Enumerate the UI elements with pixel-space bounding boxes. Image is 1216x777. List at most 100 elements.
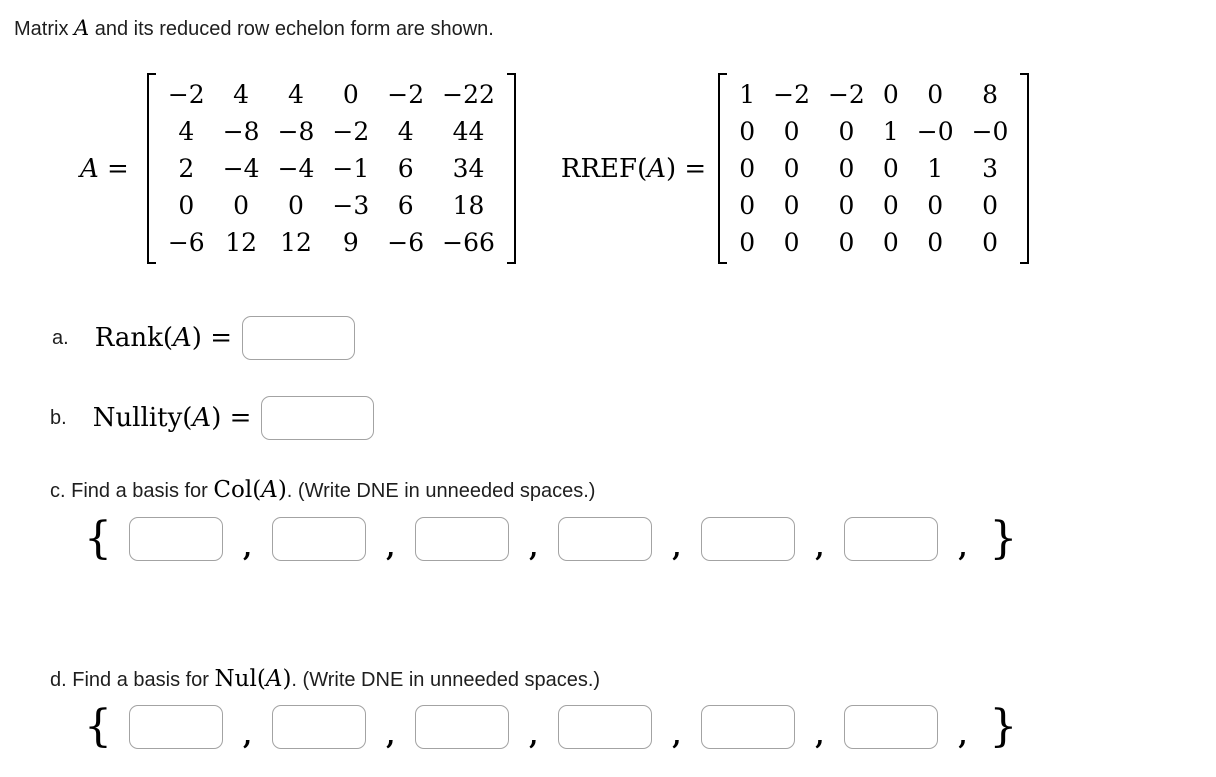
left-bracket	[146, 73, 156, 264]
close-brace: }	[989, 701, 1018, 752]
matrix-cell: 0	[739, 117, 756, 146]
comma-separator: ,	[672, 533, 682, 563]
rank-equals: ) =	[191, 323, 232, 353]
matrix-cell: 0	[178, 191, 195, 220]
nullity-label: Nullity(A) =	[93, 403, 252, 433]
matrix-cell: 8	[982, 80, 998, 109]
matrix-cell: 4	[397, 117, 414, 146]
nul-close: )	[282, 666, 292, 692]
rank-label: Rank(A) =	[95, 323, 232, 353]
col-basis-input-6[interactable]	[844, 517, 939, 561]
comma-separator: ,	[386, 533, 396, 563]
comma-separator: ,	[243, 533, 253, 563]
matrix-cell: −8	[222, 117, 260, 146]
matrix-cell: −2	[167, 80, 205, 109]
matrix-cell: 0	[982, 191, 998, 220]
nul-basis-input-2[interactable]	[272, 705, 367, 749]
col-basis-row: {,,,,,,}	[84, 513, 1018, 564]
title-prefix: Matrix	[14, 18, 74, 40]
nul-basis-input-3[interactable]	[415, 705, 510, 749]
rref-label: RREF(A) =	[561, 154, 706, 184]
part-c-suffix: . (Write DNE in unneeded spaces.)	[286, 480, 596, 502]
comma-separator: ,	[815, 721, 825, 751]
matrix-cell: 6	[397, 191, 414, 220]
matrix-cell: 0	[783, 191, 800, 220]
comma-separator: ,	[672, 721, 682, 751]
nullity-input[interactable]	[261, 396, 375, 440]
rref-equals: ) =	[666, 153, 707, 184]
rank-func: Rank(	[94, 323, 174, 353]
matrix-cell: 0	[882, 154, 899, 183]
matrix-cell: 0	[882, 228, 899, 257]
matrix-cell: 0	[342, 80, 359, 109]
col-basis-input-5[interactable]	[701, 517, 796, 561]
matrix-cell: 1	[882, 117, 899, 146]
part-b-row: b. Nullity(A) =	[50, 396, 375, 440]
matrix-cell: −66	[442, 228, 495, 257]
part-d-suffix: . (Write DNE in unneeded spaces.)	[291, 669, 601, 691]
matrix-cell: 0	[739, 228, 756, 257]
matrix-cell: 0	[783, 117, 800, 146]
matrix-cell: −2	[387, 80, 425, 109]
col-basis-input-2[interactable]	[272, 517, 367, 561]
close-brace: }	[989, 513, 1018, 564]
comma-separator: ,	[958, 721, 968, 751]
nul-basis-input-1[interactable]	[129, 705, 223, 749]
col-close: )	[277, 477, 287, 503]
matrix-cell: 0	[882, 80, 899, 109]
part-d-instruction: d. Find a basis for Nul(A). (Write DNE i…	[50, 666, 600, 692]
nul-func: Nul(	[214, 666, 266, 692]
matrix-a-var: A	[80, 153, 99, 184]
matrix-cell: −6	[387, 228, 425, 257]
col-var: A	[261, 477, 278, 503]
matrix-cell: 0	[838, 117, 855, 146]
part-a-row: a. Rank(A) =	[52, 316, 355, 360]
matrix-cell: 1	[927, 154, 944, 183]
nul-basis-input-4[interactable]	[558, 705, 653, 749]
matrix-cell: 12	[280, 228, 312, 257]
part-c-prefix: c. Find a basis for	[50, 480, 214, 502]
matrix-cell: −4	[277, 154, 315, 183]
matrix-cell: −2	[332, 117, 370, 146]
matrix-cell: 0	[927, 191, 944, 220]
matrix-cell: −0	[971, 117, 1009, 146]
rank-input[interactable]	[242, 316, 355, 360]
matrix-cell: 0	[838, 154, 855, 183]
title-matrix-var: A	[74, 16, 90, 40]
nullity-equals: ) =	[211, 403, 252, 433]
matrix-cell: 0	[882, 191, 899, 220]
matrix-cell: 0	[739, 191, 756, 220]
nullity-var: A	[192, 403, 212, 433]
matrix-cell: 4	[288, 80, 304, 109]
matrix-cell: 34	[452, 154, 485, 183]
title-suffix: and its reduced row echelon form are sho…	[89, 18, 494, 40]
col-basis-input-3[interactable]	[415, 517, 510, 561]
col-func: Col(	[213, 477, 262, 503]
matrix-cell: 0	[233, 191, 250, 220]
comma-separator: ,	[386, 721, 396, 751]
left-bracket	[718, 73, 728, 264]
matrix-cell: 4	[233, 80, 250, 109]
nul-basis-input-6[interactable]	[844, 705, 939, 749]
comma-separator: ,	[815, 533, 825, 563]
matrix-cell: −0	[916, 117, 954, 146]
matrix-cell: −2	[773, 80, 810, 109]
matrix-cell: −6	[167, 228, 205, 257]
open-brace: {	[84, 701, 112, 752]
matrix-cell: 3	[982, 154, 998, 183]
col-basis-input-4[interactable]	[558, 517, 653, 561]
matrix-cell: 2	[178, 154, 195, 183]
part-c-instruction: c. Find a basis for Col(A). (Write DNE i…	[50, 477, 595, 503]
page-title: Matrix A and its reduced row echelon for…	[14, 16, 494, 41]
open-brace: {	[84, 513, 112, 564]
nullity-func: Nullity(	[92, 403, 193, 433]
col-basis-input-1[interactable]	[129, 517, 223, 561]
right-bracket	[506, 73, 516, 264]
matrix-cell: 0	[927, 80, 944, 109]
matrix-a-label: A =	[80, 154, 129, 184]
matrix-cell: 0	[783, 228, 800, 257]
nul-basis-input-5[interactable]	[701, 705, 796, 749]
